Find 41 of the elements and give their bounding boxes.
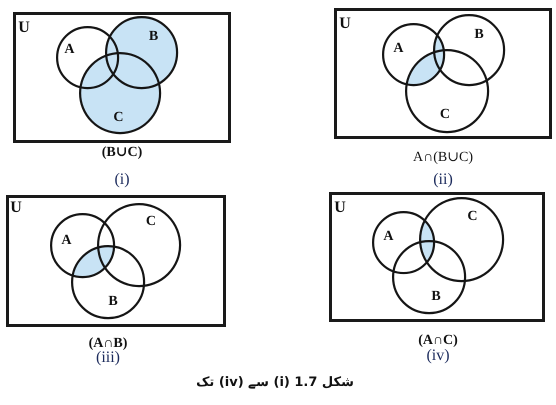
panel-number: (i) — [114, 172, 130, 188]
set-label: B — [431, 290, 441, 304]
set-label: B — [108, 294, 118, 309]
set-label: C — [440, 108, 450, 122]
set-label: A — [383, 230, 394, 244]
set-circle — [372, 210, 436, 274]
set-label: C — [467, 210, 478, 224]
universal-set-rectangle — [334, 8, 552, 139]
universal-set-rectangle — [329, 192, 545, 322]
set-circle — [50, 213, 116, 279]
set-label: C — [146, 214, 156, 229]
set-label: A — [61, 234, 72, 248]
panel-number: (iii) — [96, 350, 120, 366]
panel-number: (iv) — [426, 348, 450, 364]
set-circle — [70, 244, 146, 320]
set-circle — [382, 23, 446, 87]
set-label: U — [10, 200, 22, 216]
set-label: U — [18, 20, 30, 36]
set-label: U — [334, 200, 346, 216]
set-label: C — [113, 110, 124, 125]
set-label: B — [474, 28, 484, 42]
universal-set-rectangle — [13, 12, 231, 143]
set-expression: A∩(B∪C) — [413, 151, 473, 165]
set-circle — [432, 14, 506, 86]
set-label: B — [148, 30, 158, 44]
set-circle — [79, 52, 162, 134]
set-circle — [404, 48, 490, 134]
set-circle — [104, 16, 178, 90]
set-label: A — [393, 42, 404, 56]
universal-set-rectangle — [6, 195, 226, 327]
set-expression: (A∩B) — [88, 337, 128, 351]
figure-caption: شکل 1.7 (i) سے (iv) تک — [196, 375, 354, 391]
set-circle — [56, 26, 120, 90]
set-circle — [96, 202, 182, 288]
panel-number: (ii) — [433, 172, 453, 188]
set-label: U — [339, 16, 351, 32]
set-circle — [418, 197, 504, 283]
set-circle — [392, 240, 466, 315]
set-expression: (A∩C) — [418, 334, 458, 348]
set-label: A — [64, 43, 75, 58]
set-expression: (B∪C) — [102, 146, 142, 160]
